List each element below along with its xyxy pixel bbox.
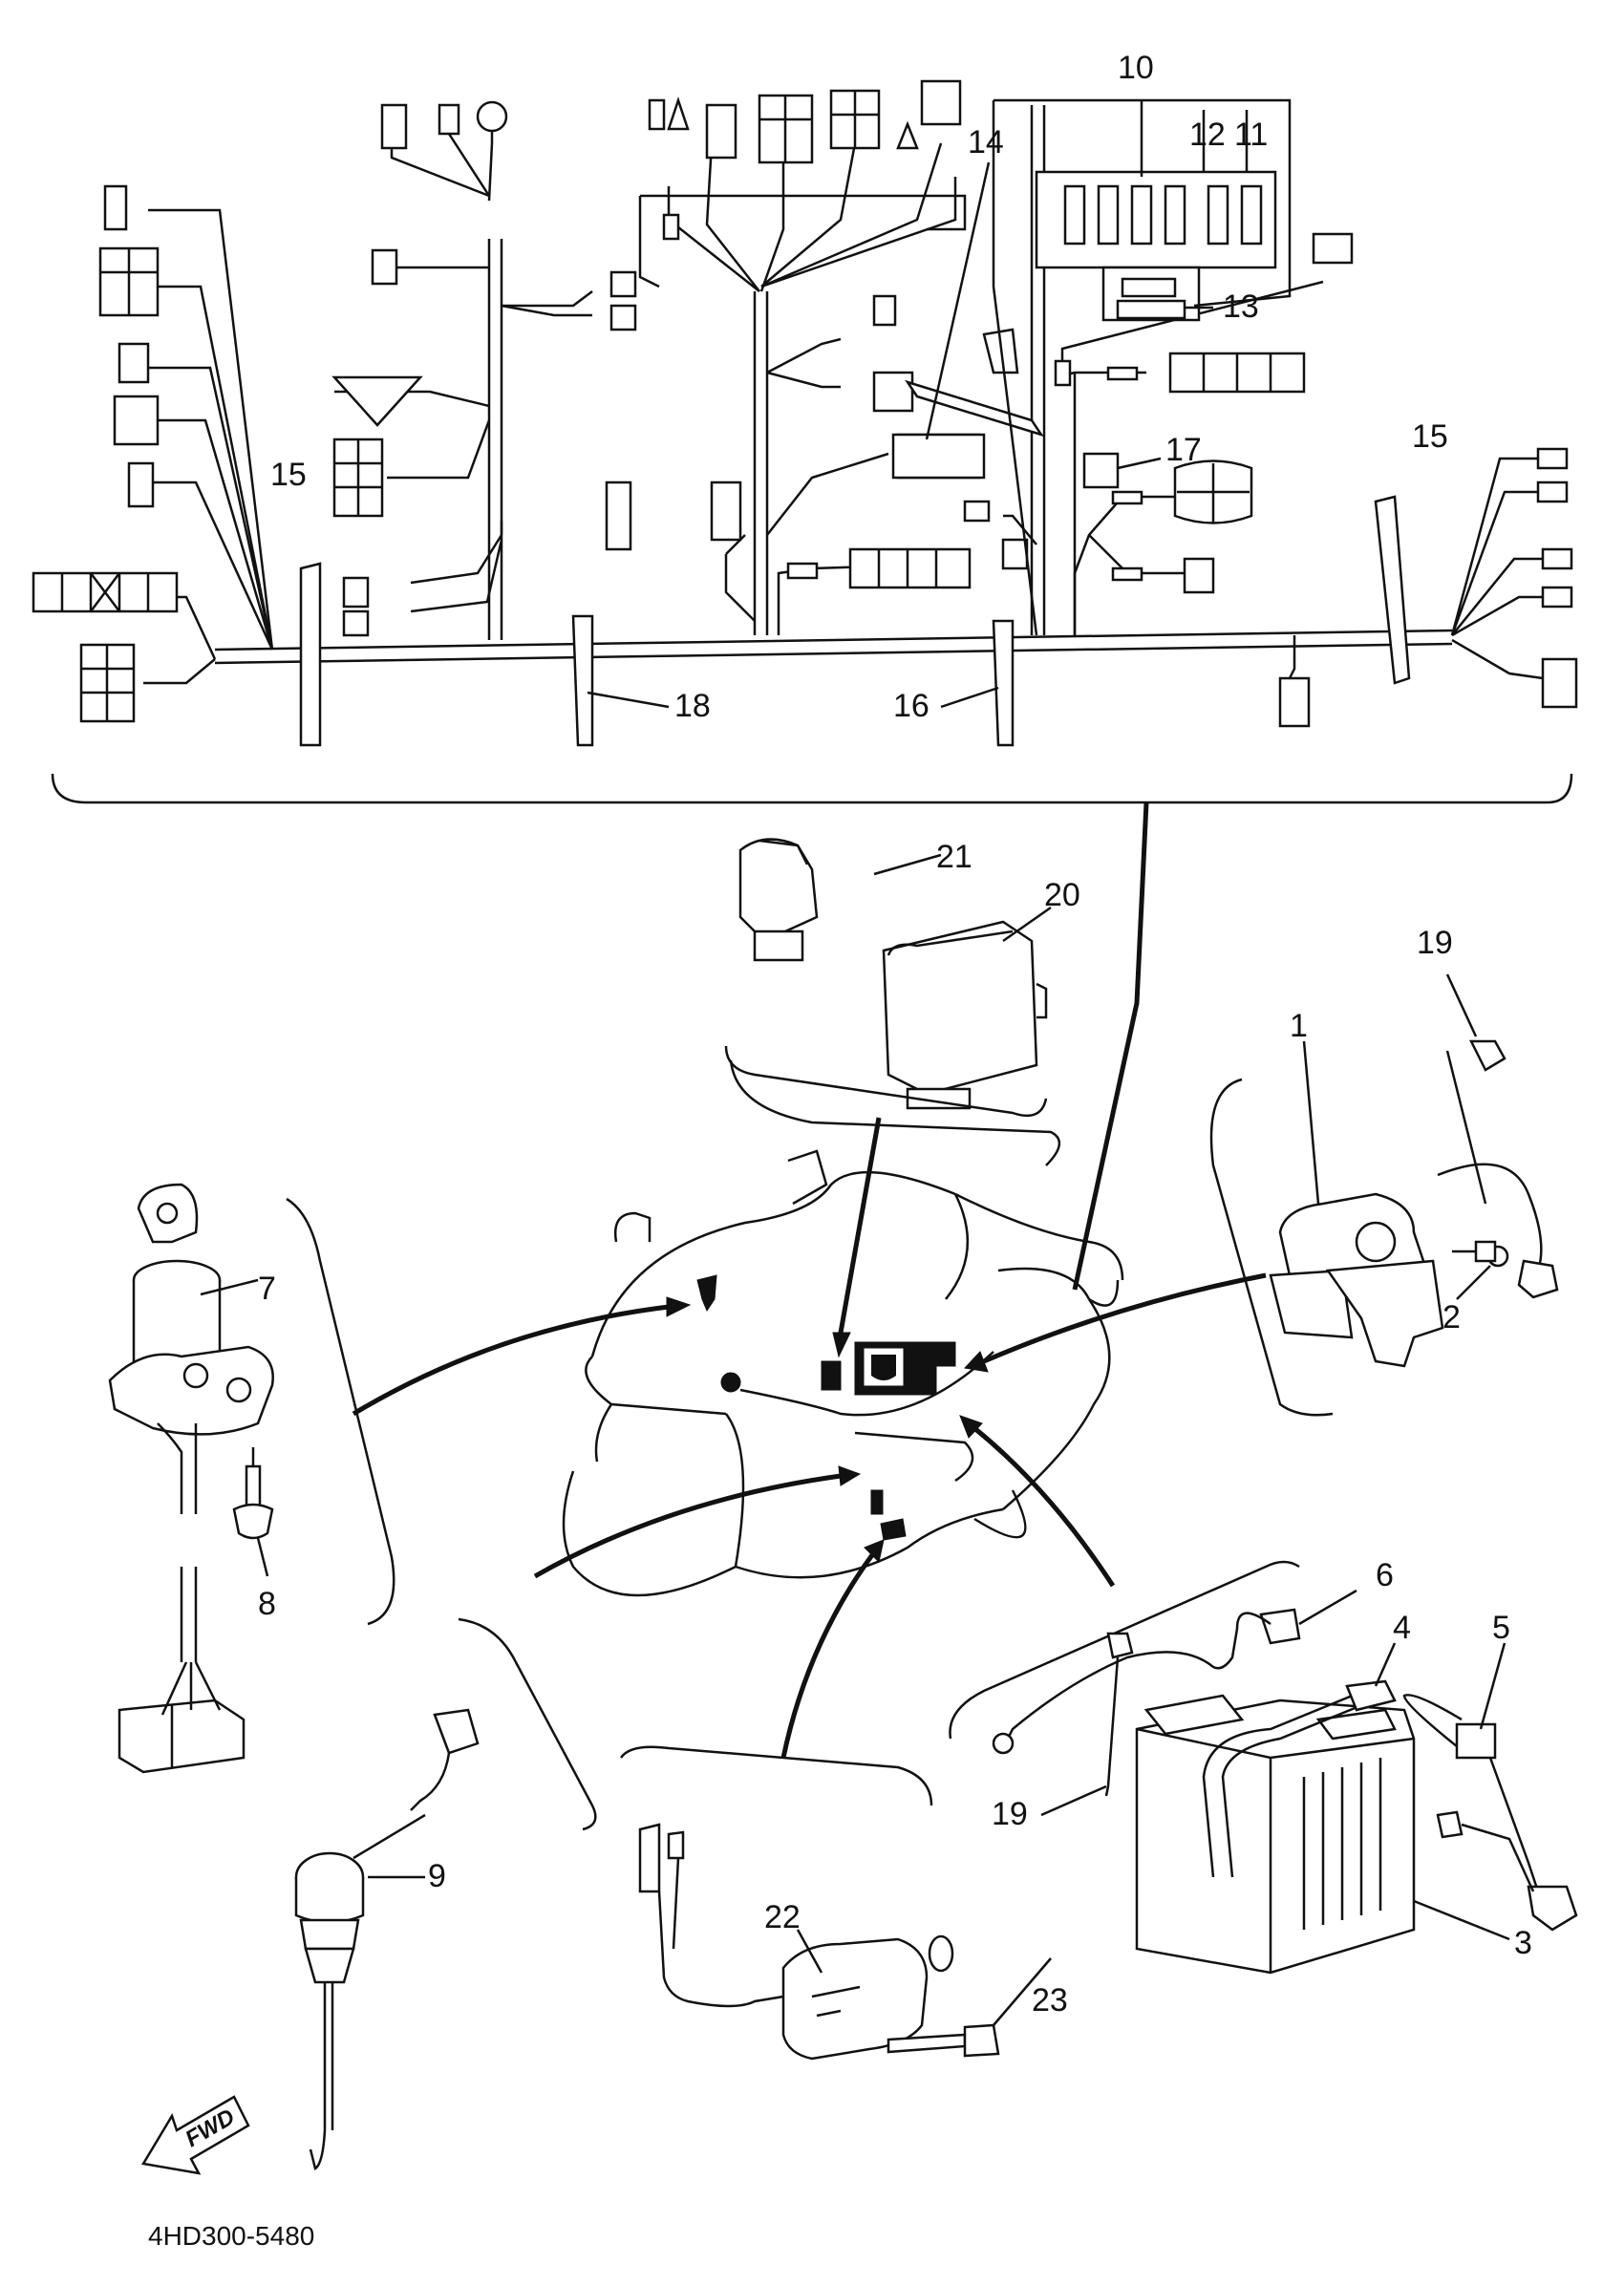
- callout-6: 6: [1376, 1557, 1394, 1593]
- callout-leaders: [200, 853, 1510, 2026]
- screw-23: [887, 2023, 1000, 2058]
- callout-1: 1: [1290, 1008, 1308, 1044]
- callout-10: 10: [1118, 50, 1154, 86]
- callout-22: 22: [764, 1899, 801, 1935]
- battery-3: [1135, 1684, 1416, 1975]
- callout-4: 4: [1393, 1610, 1411, 1646]
- callout-16: 16: [893, 688, 930, 724]
- group-brackets: [286, 1045, 1334, 1831]
- callout-3: 3: [1514, 1925, 1532, 1961]
- callout-2: 2: [1442, 1299, 1461, 1335]
- fwd-arrow-icon: FWD: [140, 2095, 250, 2175]
- lead-6: [992, 1608, 1301, 1797]
- callout-9: 9: [428, 1858, 446, 1894]
- switch-9: [294, 1708, 480, 2170]
- callout-8: 8: [258, 1586, 276, 1622]
- callout-12: 12: [1189, 117, 1226, 153]
- callout-20: 20: [1044, 877, 1080, 913]
- component-22: [638, 1823, 954, 2061]
- callout-18: 18: [674, 688, 711, 724]
- callout-19-bottom: 19: [992, 1796, 1028, 1832]
- location-arrows: [352, 1272, 1267, 1759]
- wire-harness: [32, 79, 1578, 1291]
- fuse-5: [1402, 1694, 1578, 1932]
- motorcycle-outline: [562, 1149, 1124, 1597]
- callout-15-left: 15: [270, 457, 307, 493]
- bolt-2: [1452, 1240, 1497, 1263]
- callout-21: 21: [936, 839, 972, 875]
- screw-8: [232, 1464, 274, 1540]
- leader-lines: [587, 98, 1292, 709]
- callout-15-right: 15: [1412, 418, 1448, 455]
- diagram-code: 4HD300-5480: [148, 2221, 314, 2251]
- callout-5: 5: [1492, 1610, 1510, 1646]
- callout-14: 14: [968, 124, 1004, 160]
- callout-23: 23: [1032, 1982, 1068, 2019]
- callout-7: 7: [258, 1271, 276, 1307]
- callout-numbers: 10 12 11 14 13 15 15 17 18 16 21 20 19 1…: [258, 50, 1532, 2019]
- callout-11: 11: [1234, 117, 1268, 153]
- main-switch-7: [108, 1183, 274, 1774]
- callout-17: 17: [1165, 432, 1202, 468]
- band-4: [1345, 1679, 1397, 1712]
- relay-21: [738, 838, 819, 962]
- callout-13: 13: [1223, 288, 1259, 325]
- flasher-relay-20: [882, 920, 1048, 1110]
- callout-19-top: 19: [1417, 925, 1453, 961]
- starter-relay-1: [1269, 1039, 1559, 1368]
